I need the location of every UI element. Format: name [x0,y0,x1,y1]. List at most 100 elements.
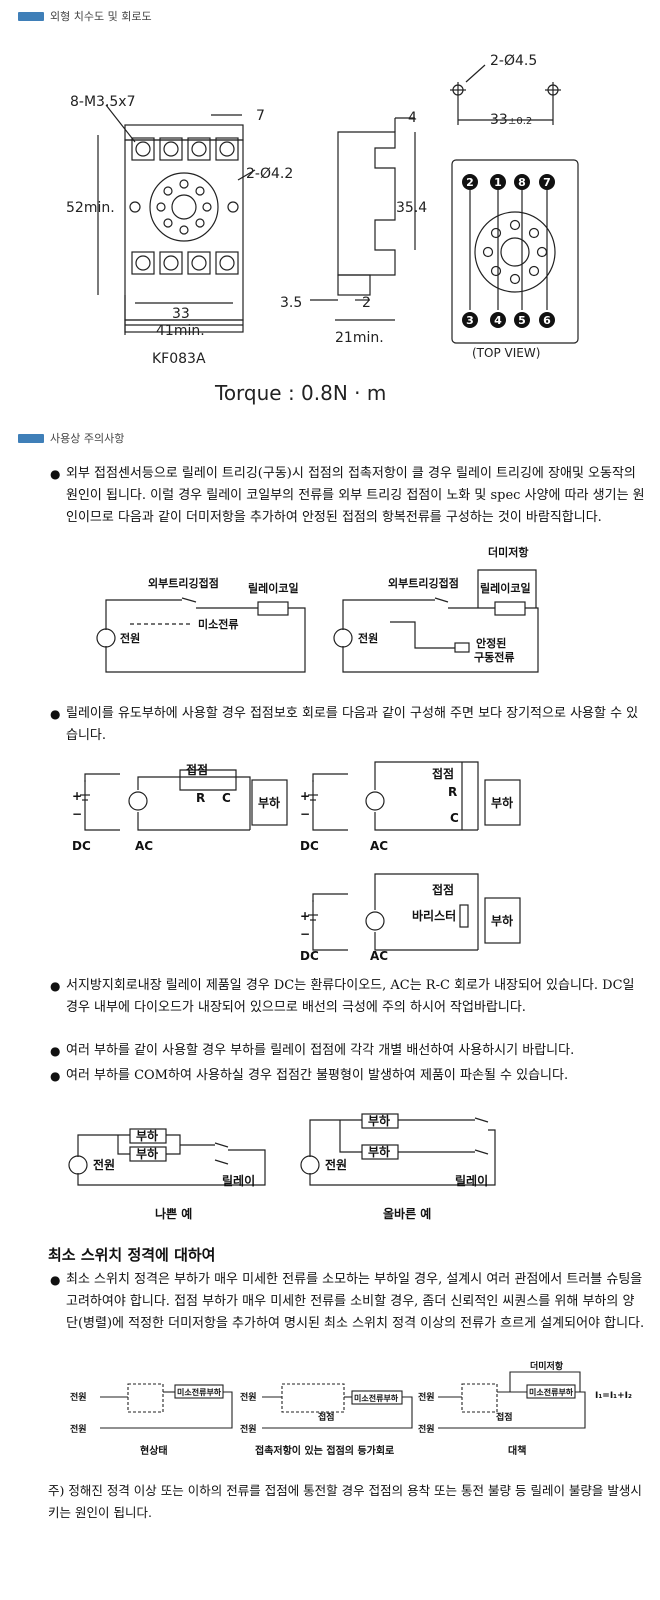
dimension-drawing: 8-M3.5x7 7 2-Ø4.2 52min. 33 41min. KF083… [66,53,579,405]
dim-side-2: 2 [362,295,371,311]
section-header-usage: 사용상 주의사항 [18,430,124,446]
dim-side-354: 35.4 [396,200,427,216]
section-header-dimensions: 외형 치수도 및 회로도 [18,8,152,24]
bullet-icon: ● [50,1069,61,1083]
ac-label-3: AC [370,949,388,963]
contact-label-3: 접점 [432,882,454,897]
model-label: KF083A [152,351,206,367]
dc-label-3: DC [300,949,319,963]
pin-4: 4 [494,314,502,327]
dim-side-4: 4 [408,110,417,126]
left-current-label: 미소전류 [198,617,238,631]
hole-label: 2-Ø4.2 [246,166,293,182]
dc-label-2: DC [300,839,319,853]
power-label-2: 전원 [70,1423,87,1435]
min-switch-title: 최소 스위치 정격에 대하여 [48,1246,216,1264]
contact-label-b: 접점 [496,1411,513,1423]
paragraph-inductive: ● 릴레이를 유도부하에 사용할 경우 접점보호 회로를 다음과 같이 구성해 … [50,703,645,747]
header-marker [18,433,44,443]
power-label-1: 전원 [70,1391,87,1403]
dim-41: 41min. [156,323,205,339]
right-contact-label: 외부트리깅접점 [388,576,459,590]
section-header-label: 외형 치수도 및 회로도 [50,10,152,23]
pin-5: 5 [518,314,526,327]
good-relay-label: 릴레이 [455,1173,488,1188]
dummy-label: 더미저항 [530,1360,564,1372]
right-dummy-label: 더미저항 [488,545,528,559]
plus-label-2: + [300,789,310,803]
paragraph-min-switch: ● 최소 스위치 정격은 부하가 매우 미세한 전류를 소모하는 부하일 경우,… [50,1269,645,1335]
top-holes-label: 2-Ø4.5 [490,53,537,69]
bullet-icon: ● [50,467,61,481]
pin-3: 3 [466,314,474,327]
load-label-3: 미소전류부하 [529,1387,574,1397]
paragraph-multi-load: ● 여러 부하를 같이 사용할 경우 부하를 릴레이 접점에 각각 개별 배선하… [50,1040,645,1062]
bad-load-1: 부하 [136,1128,158,1143]
top-view-label: (TOP VIEW) [472,346,540,360]
pin-7: 7 [543,176,551,189]
good-load-2: 부하 [368,1144,390,1159]
power-label-4: 전원 [240,1423,257,1435]
good-load-1: 부하 [368,1113,390,1128]
top-33: 33 [490,112,508,128]
dim-side-21: 21min. [335,330,384,346]
contact-label-a: 접점 [318,1411,335,1423]
bad-relay-label: 릴레이 [222,1173,255,1188]
dim-33: 33 [172,306,190,322]
pin-8: 8 [518,176,526,189]
r-label-1: R [196,791,205,805]
section-header-label: 사용상 주의사항 [50,432,125,445]
trigger-circuit-diagram: 외부트리깅접점 릴레이코일 미소전류 전원 더미저항 외부트리깅접점 릴레이코일… [96,545,539,673]
paragraph-com: ● 여러 부하를 COM하여 사용하실 경우 접점간 불평형이 발생하여 제품이… [50,1065,645,1087]
r-label-2: R [448,785,457,799]
bullet-icon: ● [50,707,61,721]
power-label-5: 전원 [418,1391,435,1403]
c-label-2: C [450,811,459,825]
min-current-diagram: 전원 전원 미소전류부하 현상태 전원 전원 미소전류부하 접점 접촉저항이 있… [70,1360,632,1457]
ac-label-2: AC [370,839,388,853]
paragraph-trigger: ● 외부 접점센서등으로 릴레이 트리깅(구동)시 접점의 접촉저항이 클 경우… [50,463,645,529]
caption-current: 현상태 [140,1444,168,1457]
load-label-2: 부하 [491,795,513,810]
bad-example-caption: 나쁜 예 [155,1206,192,1221]
stable-label-1: 안정된 [476,636,506,650]
varistor-label: 바리스터 [412,908,456,923]
right-coil-label: 릴레이코일 [480,581,531,595]
bullet-icon: ● [50,1044,61,1058]
bullet-icon: ● [50,979,61,993]
pin-6: 6 [543,314,551,327]
header-marker [18,11,44,21]
c-label-1: C [222,791,231,805]
caption-equivalent: 접촉저항이 있는 접점의 등가회로 [255,1444,394,1457]
good-example-caption: 올바른 예 [383,1206,431,1221]
power-label-6: 전원 [418,1423,435,1435]
load-label-3: 부하 [491,913,513,928]
load-label-1: 부하 [258,795,280,810]
stable-label-2: 구동전류 [474,650,514,664]
minus-label-2: − [300,807,310,821]
paragraph-surge: ● 서지방지회로내장 릴레이 제품일 경우 DC는 환류다이오드, AC는 R-… [50,975,645,1019]
pin-1: 1 [494,176,502,189]
bad-load-2: 부하 [136,1146,158,1161]
right-power-label: 전원 [358,631,378,645]
plus-label-1: + [72,789,82,803]
screw-label: 8-M3.5x7 [70,94,136,110]
left-power-label: 전원 [120,631,140,645]
contact-label-2: 접점 [432,766,454,781]
top-tolerance: ±0.2 [508,116,532,127]
good-power-label: 전원 [325,1157,347,1172]
ac-label-1: AC [135,839,153,853]
load-label-2: 미소전류부하 [354,1393,399,1403]
power-label-3: 전원 [240,1391,257,1403]
pin-2: 2 [466,176,474,189]
left-contact-label: 외부트리깅접점 [148,576,219,590]
plus-label-3: + [300,909,310,923]
caption-countermeasure: 대책 [508,1444,526,1457]
dim-7: 7 [256,108,265,124]
contact-label-1: 접점 [186,762,208,777]
bad-power-label: 전원 [93,1157,115,1172]
load-wiring-diagram: 부하 부하 전원 릴레이 나쁜 예 부하 부하 전원 릴레이 올바른 예 [68,1113,496,1221]
minus-label-3: − [300,927,310,941]
height-label: 52min. [66,200,115,216]
dim-side-35: 3.5 [280,295,302,311]
